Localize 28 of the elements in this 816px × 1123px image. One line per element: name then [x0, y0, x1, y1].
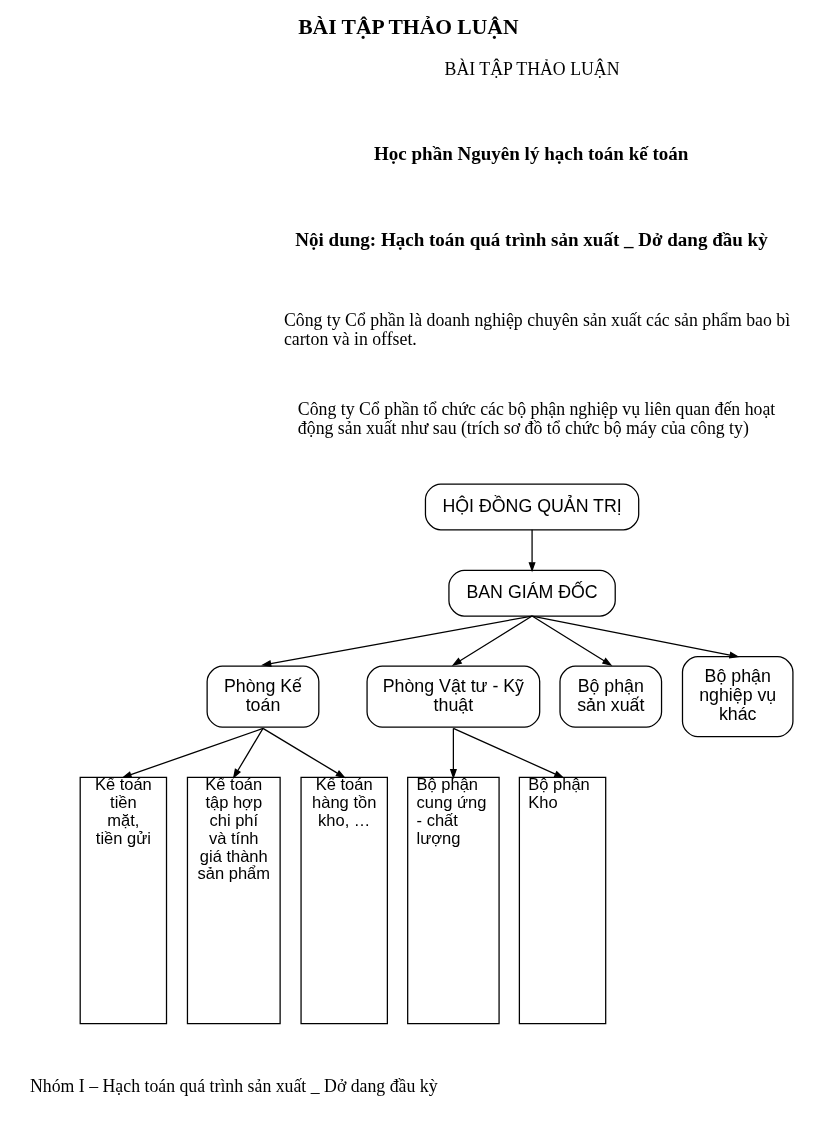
node-box: Kế toán tập hợp chi phí và tính giá thành sản phẩm	[186, 776, 281, 1025]
node-box: Kế toán tiền mặt, tiền gửi	[79, 776, 168, 1025]
label: Công ty Cổ phần tổ chức các bộ phận nghiệp vụ liên quan đến hoạt động sản xuất như sau (trích sơ đồ tổ chức bộ máy của công ty)	[297, 398, 776, 438]
node-box: Bộ phận cung ứng - chất lượng	[407, 776, 500, 1025]
label: BÀI TẬP THẢO LUẬN	[444, 58, 620, 79]
node-box: Bộ phận Kho	[518, 776, 607, 1025]
node-box: Kế toán hàng tồn kho, …	[300, 776, 388, 1025]
node-box: Bộ phận nghiệp vụ khác	[681, 656, 794, 738]
arrow	[451, 615, 533, 666]
label: Nhóm I – Hạch toán quá trình sản xuất _ Dở dang đầu kỳ	[30, 1075, 438, 1096]
arrow	[452, 727, 565, 779]
arrow	[531, 615, 613, 666]
arrow	[261, 615, 533, 667]
arrow	[262, 727, 346, 779]
arrow	[121, 727, 264, 778]
node-box: Phòng Kế toán	[206, 665, 320, 728]
diagram-title: BÀI TẬP THẢO LUẬN	[298, 15, 519, 40]
node-box: Phòng Vật tư - Kỹ thuật	[366, 665, 541, 728]
arrow	[449, 727, 457, 780]
arrow	[528, 529, 536, 573]
label: Công ty Cổ phần là doanh nghiệp chuyên sản xuất các sản phẩm bao bì carton và in offset.	[283, 309, 791, 349]
arrow	[531, 615, 740, 659]
node-box: HỘI ĐỒNG QUẢN TRỊ	[424, 483, 640, 531]
arrow	[232, 727, 264, 779]
label: Nội dung: Hạch toán quá trình sản xuất _ Dở dang đầu kỳ	[295, 229, 768, 251]
node-box: Bộ phận sản xuất	[559, 665, 663, 728]
label: Học phần Nguyên lý hạch toán kế toán	[374, 142, 689, 164]
node-box: BAN GIÁM ĐỐC	[448, 569, 616, 617]
